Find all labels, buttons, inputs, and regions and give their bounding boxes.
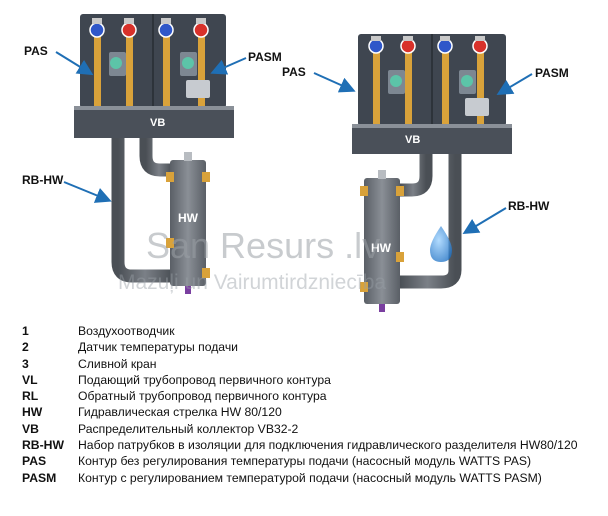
left-pasm-blue-valve-icon <box>158 22 174 38</box>
right-vb-collector <box>352 124 512 154</box>
water-drop-icon <box>430 226 452 262</box>
right-pasm-blue-valve-icon <box>437 38 453 54</box>
legend-desc: Обратный трубопровод первичного контура <box>78 389 327 404</box>
right-hw-separator <box>364 178 400 304</box>
right-assembly: VB HW <box>352 34 512 312</box>
legend-code: VL <box>22 372 38 387</box>
legend-row: HW Гидравлическая стрелка HW 80/120 <box>22 404 602 420</box>
left-rbhw-pipe-outer <box>111 138 172 283</box>
legend-code: HW <box>22 405 43 420</box>
right-pasm-red-valve-icon <box>472 38 488 54</box>
left-pas-callout: PAS <box>24 44 48 58</box>
left-pasm-red-valve-icon <box>193 22 209 38</box>
legend-desc: Контур без регулирования температуры под… <box>78 454 532 469</box>
legend-row: 2 Датчик температуры подачи <box>22 339 602 355</box>
left-hw-separator <box>170 160 206 286</box>
watermark-subtitle: Mazuļi un Vairumtirdzniecība <box>118 271 386 294</box>
left-hw-label: HW <box>178 211 199 225</box>
right-pas-arrow <box>313 72 356 93</box>
legend-row: VB Распределительный коллектор VB32-2 <box>22 421 602 437</box>
left-pas-arrow <box>55 51 94 76</box>
legend-code: PAS <box>22 454 47 469</box>
left-pasm-arrow <box>210 57 247 75</box>
right-pas-callout: PAS <box>282 65 306 79</box>
right-pas-red-valve-icon <box>400 38 416 54</box>
legend-desc: Датчик температуры подачи <box>78 340 238 355</box>
legend-row: PAS Контур без регулирования температуры … <box>22 453 602 469</box>
right-rbhw-pipe-inner <box>400 154 433 197</box>
right-pasm-callout: PASM <box>535 66 569 80</box>
callouts: PAS PASM RB-HW PAS PASM RB-HW <box>22 44 569 235</box>
legend-desc: Контур с регулированием температурой под… <box>78 470 542 485</box>
legend-row: RL Обратный трубопровод первичного контур… <box>22 388 602 404</box>
legend-row: 3 Сливной кран <box>22 356 602 372</box>
right-pasm-module <box>437 36 489 146</box>
left-pas-module <box>89 18 137 130</box>
legend-desc: Гидравлическая стрелка HW 80/120 <box>78 405 282 420</box>
left-pasm-callout: PASM <box>248 50 282 64</box>
right-rbhw-arrow <box>462 207 507 235</box>
legend-desc: Набор патрубков в изоляции для подключен… <box>78 438 578 453</box>
legend-row: 1 Воздухоотводчик <box>22 323 602 339</box>
legend-row: RB-HW Набор патрубков в изоляции для подк… <box>22 437 602 453</box>
right-pas-blue-valve-icon <box>368 38 384 54</box>
left-rbhw-arrow <box>63 181 112 203</box>
legend-desc: Воздухоотводчик <box>78 324 175 338</box>
left-pas-blue-valve-icon <box>89 22 105 38</box>
legend-code: PASM <box>22 470 57 485</box>
watermark-title: San Resurs .lv <box>146 225 380 266</box>
right-vb-label: VB <box>405 134 420 146</box>
legend-table: 1 Воздухоотводчик 2 Датчик температуры под… <box>22 323 602 486</box>
legend-row: VL Подающий трубопровод первичного контур… <box>22 372 602 388</box>
watermark: San Resurs .lv Mazuļi un Vairumtirdzniec… <box>118 225 452 294</box>
left-pas-red-valve-icon <box>121 22 137 38</box>
legend-desc: Сливной кран <box>78 356 157 371</box>
legend-desc: Распределительный коллектор VB32-2 <box>78 421 299 436</box>
right-rbhw-pipe-outer <box>400 154 462 289</box>
left-vb-collector <box>74 106 234 138</box>
legend-code: 3 <box>22 356 29 371</box>
legend-code: VB <box>22 421 39 436</box>
legend-code: RB-HW <box>22 438 64 453</box>
right-pasm-arrow <box>496 73 533 96</box>
legend-row: PASM Контур с регулированием температурой… <box>22 470 602 486</box>
left-pasm-module <box>158 18 210 130</box>
right-hw-label: HW <box>371 241 392 255</box>
legend-desc: Подающий трубопровод первичного контура <box>78 372 331 387</box>
legend-code: RL <box>22 389 39 404</box>
installation-diagram: VB HW <box>22 14 569 312</box>
left-rbhw-pipe-inner <box>139 138 172 177</box>
left-assembly: VB HW <box>74 14 234 294</box>
right-pas-module <box>368 36 416 146</box>
legend-code: 2 <box>22 340 29 355</box>
left-vb-label: VB <box>150 117 165 129</box>
legend-code: 1 <box>22 324 29 338</box>
left-rbhw-callout: RB-HW <box>22 173 64 187</box>
right-rbhw-callout: RB-HW <box>508 199 550 213</box>
